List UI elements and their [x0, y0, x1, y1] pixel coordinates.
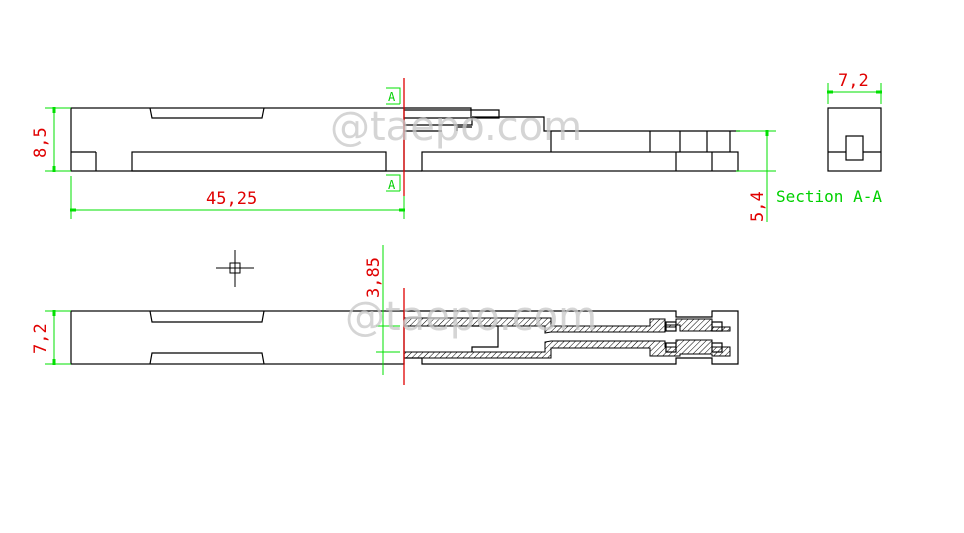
dimension-length: 45,25 [70, 176, 405, 219]
watermark-bottom: @taepo.com [345, 294, 597, 340]
section-label: Section A-A [776, 187, 882, 206]
dimension-top-height: 8,5 [31, 107, 71, 172]
svg-text:45,25: 45,25 [206, 189, 257, 209]
section-marker-top: A [386, 87, 401, 105]
dimension-inner: 3,85 [364, 245, 400, 375]
svg-text:7,2: 7,2 [31, 323, 51, 354]
dimension-bottom-height: 7,2 [31, 310, 71, 365]
top-view [70, 107, 740, 172]
svg-text:3,85: 3,85 [364, 257, 384, 298]
watermark-top: @taepo.com [330, 104, 582, 150]
dimension-right-height: 5,4 [736, 130, 776, 222]
svg-text:8,5: 8,5 [31, 127, 51, 158]
svg-text:5,4: 5,4 [748, 191, 768, 222]
crosshair-icon [216, 250, 254, 287]
svg-text:A: A [388, 90, 396, 104]
section-view: 7,2 Section A-A [776, 71, 882, 206]
bottom-view [70, 310, 739, 365]
section-marker-bottom: A [386, 174, 401, 192]
section-width-label: 7,2 [838, 71, 869, 91]
svg-text:A: A [388, 178, 396, 192]
